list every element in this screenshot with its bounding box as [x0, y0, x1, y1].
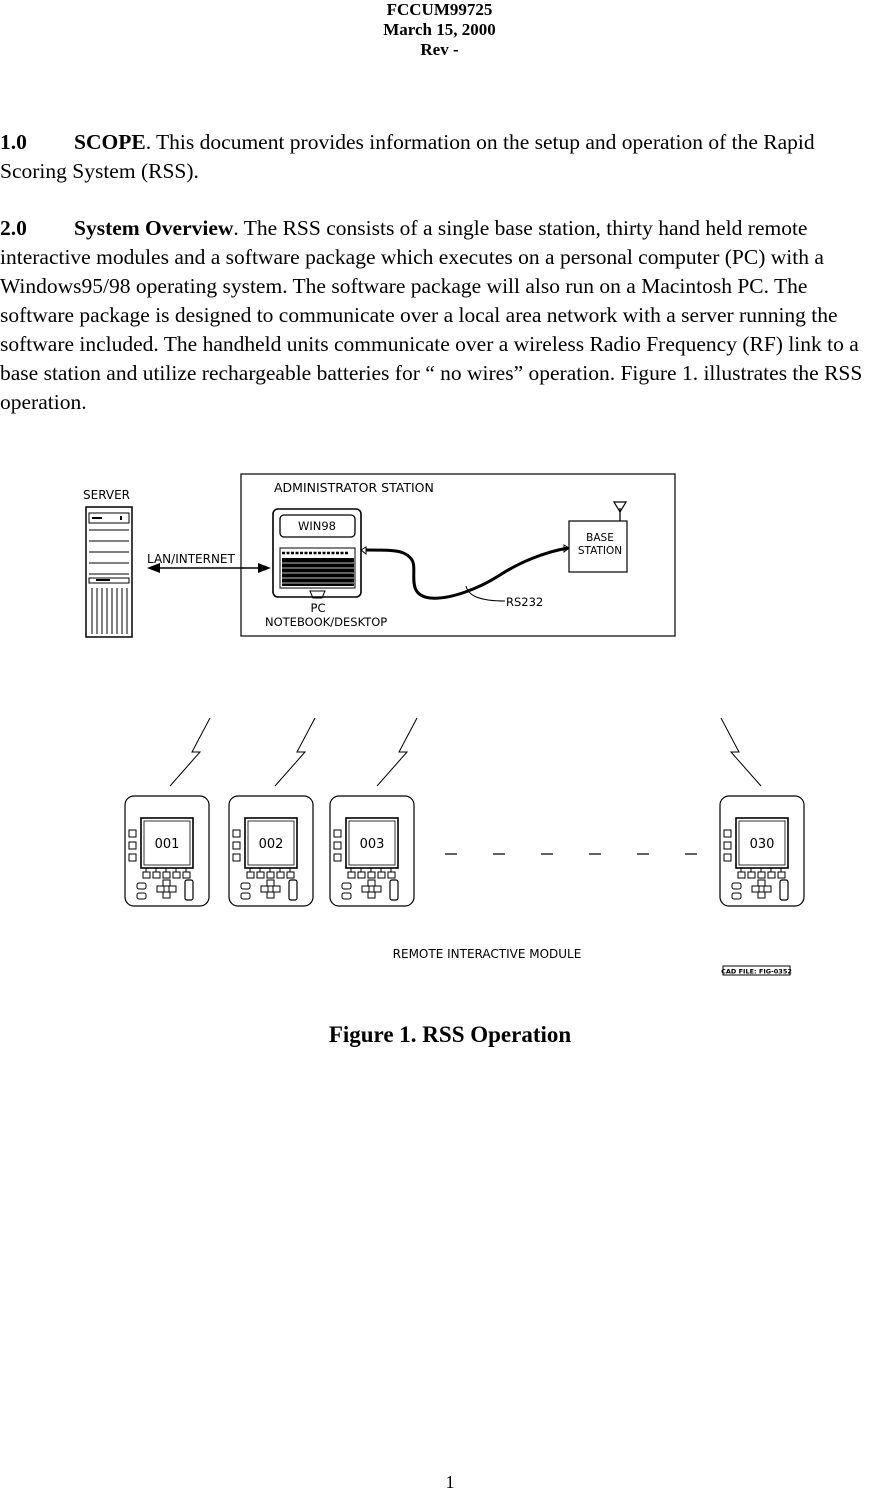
rf-signal-icon — [169, 717, 211, 787]
rs232-label: RS232 — [506, 595, 543, 609]
base-label-line2: STATION — [578, 545, 622, 557]
section-number: 2.0 — [0, 216, 27, 240]
rs232-cable — [365, 546, 569, 600]
screen-label: WIN98 — [298, 519, 336, 533]
remote-module: 030 — [719, 795, 805, 907]
document-id: FCCUM99725 — [386, 0, 493, 19]
administrator-station-label: ADMINISTRATOR STATION — [274, 480, 434, 495]
remote-module: 001 — [124, 795, 210, 907]
cad-file-stamp — [722, 965, 791, 976]
document-date: March 15, 2000 — [383, 20, 496, 39]
remote-module: 003 — [329, 795, 415, 907]
notebook-pc-icon — [272, 508, 367, 599]
document-revision: Rev - — [420, 40, 459, 59]
lan-link-label: LAN/INTERNET — [147, 552, 236, 566]
remote-module: 002 — [228, 795, 314, 907]
section-text: . The RSS consists of a single base stat… — [0, 216, 863, 414]
lan-link-arrow — [147, 563, 271, 573]
base-station-icon — [563, 501, 628, 573]
page-number: 1 — [445, 1472, 455, 1492]
pc-label: PC — [311, 601, 326, 615]
cad-file-label: CAD FILE: FIG-0352 — [721, 968, 792, 976]
section-system-overview: 2.0 System Overview. The RSS consists of … — [0, 214, 879, 417]
section-number: 1.0 — [0, 130, 27, 154]
notebook-label: NOTEBOOK/DESKTOP — [265, 615, 387, 629]
rss-operation-figure: SERVER LAN/INTERNET ADMINISTRATOR STATIO… — [0, 420, 879, 1005]
section-scope: 1.0 SCOPE. This document provides informa… — [0, 128, 879, 186]
module-id: 030 — [750, 837, 775, 852]
base-label-line1: BASE — [586, 532, 614, 544]
page-header: FCCUM99725 March 15, 2000 Rev - — [0, 0, 879, 60]
module-id: 003 — [360, 837, 385, 852]
rf-signal-icon — [376, 717, 418, 787]
module-id: 001 — [155, 837, 180, 852]
figure-caption: Figure 1. RSS Operation — [328, 1022, 572, 1047]
server-label: SERVER — [83, 488, 130, 502]
server-icon — [85, 506, 133, 638]
module-id: 002 — [259, 837, 284, 852]
rf-signal-icon — [720, 717, 762, 787]
section-title: SCOPE — [74, 130, 146, 154]
section-text: . This document provides information on … — [0, 130, 815, 183]
section-title: System Overview — [74, 216, 234, 240]
module-caption: REMOTE INTERACTIVE MODULE — [393, 947, 582, 961]
administrator-station-box — [240, 473, 676, 637]
rs232-leader — [465, 585, 506, 602]
rf-signal-icon — [274, 717, 316, 787]
